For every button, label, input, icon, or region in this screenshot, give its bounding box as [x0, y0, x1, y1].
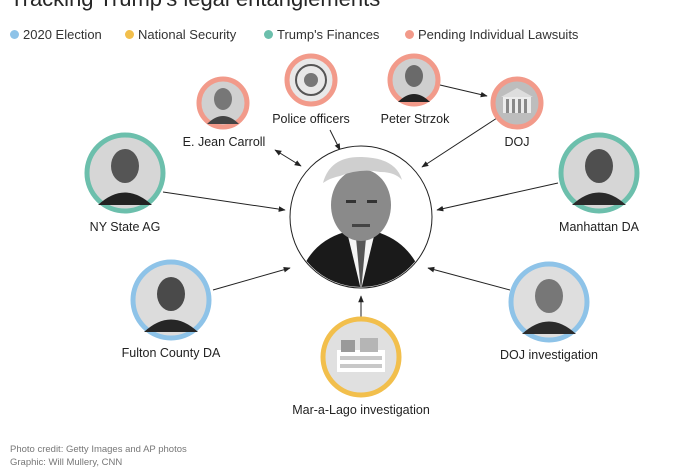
node-doj-investigation: DOJ investigation — [500, 261, 598, 362]
node-mar-a-lago-investigation: Mar-a-Lago investigation — [292, 316, 430, 417]
node-label: Police officers — [272, 112, 350, 126]
page-title: Tracking Trump's legal entanglements — [10, 0, 380, 12]
badge-center — [304, 73, 318, 87]
legend-item-national-security: National Security — [125, 27, 236, 42]
legend-dot-trumps-finances — [264, 30, 273, 39]
arrow-fulton — [212, 267, 291, 291]
trump-portrait — [291, 147, 431, 287]
documents-icon — [337, 350, 385, 372]
legend-label: 2020 Election — [23, 27, 102, 42]
node-label: Peter Strzok — [381, 112, 451, 126]
legend-label: National Security — [138, 27, 237, 42]
node-ny-state-ag: NY State AG — [84, 132, 166, 234]
legend-item-pending-lawsuits: Pending Individual Lawsuits — [405, 27, 578, 42]
graphic-credit: Graphic: Will Mullery, CNN — [10, 457, 123, 468]
arrow-strzok-doj — [439, 84, 488, 98]
node-label: DOJ investigation — [500, 348, 598, 362]
photo-credit: Photo credit: Getty Images and AP photos — [10, 444, 187, 455]
node-peter-strzok: Peter Strzok — [381, 53, 451, 126]
legend-item-trumps-finances: Trump's Finances — [264, 27, 379, 42]
node-police-officers: Police officers — [272, 53, 350, 126]
node-fulton-county-da: Fulton County DA — [122, 259, 221, 360]
legend-item-2020-election: 2020 Election — [10, 27, 102, 42]
arrow-nyag — [162, 191, 286, 212]
legend-label: Trump's Finances — [277, 27, 380, 42]
node-label: NY State AG — [90, 220, 161, 234]
arrow-doj — [421, 117, 498, 168]
node-label: Mar-a-Lago investigation — [292, 403, 430, 417]
node-label: Manhattan DA — [559, 220, 640, 234]
center-node-trump — [289, 145, 433, 289]
legend-label: Pending Individual Lawsuits — [418, 27, 579, 42]
node-manhattan-da: Manhattan DA — [558, 132, 640, 234]
node-label: DOJ — [505, 135, 530, 149]
badge-icon — [295, 64, 327, 96]
node-label: E. Jean Carroll — [183, 135, 266, 149]
credits: Photo credit: Getty Images and AP photos… — [10, 443, 187, 469]
node-doj: DOJ — [490, 76, 544, 149]
connection-arrows — [162, 84, 559, 318]
node-e-jean-carroll: E. Jean Carroll — [183, 76, 266, 149]
arrow-police — [329, 129, 341, 151]
arrow-doj-investigation — [427, 266, 511, 291]
arrow-carroll — [274, 149, 302, 167]
legend-dot-2020-election — [10, 30, 19, 39]
arrow-manhattan — [436, 182, 559, 212]
legend-dot-pending-lawsuits — [405, 30, 414, 39]
node-label: Fulton County DA — [122, 346, 221, 360]
legend-dot-national-security — [125, 30, 134, 39]
